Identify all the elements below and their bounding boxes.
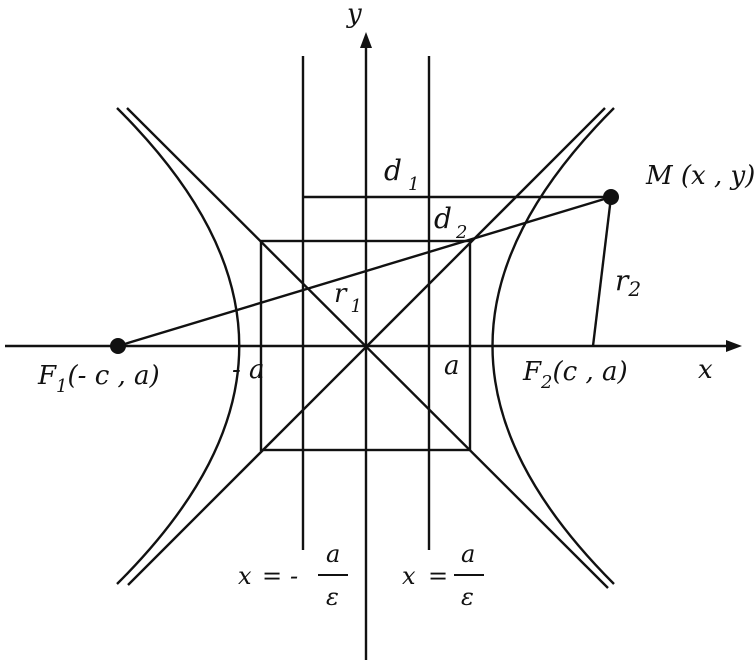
r2-segment: [591, 196, 613, 347]
left-directrix-sign: -: [290, 562, 298, 590]
left-directrix-numerator: a: [326, 540, 340, 568]
left-directrix-eq: =: [262, 562, 282, 590]
focus-f1-coords: (- c , a): [68, 361, 160, 391]
r1-subscript: 1: [350, 296, 361, 317]
x-axis-label: x: [698, 355, 713, 385]
d2-letter: d: [434, 202, 452, 235]
focus-f2-label: F2(c , a): [522, 357, 628, 393]
point-m-label: M (x , y): [645, 161, 754, 191]
hyperbola-right-branch: [491, 107, 615, 585]
asymptote-positive-slope: [127, 107, 606, 586]
right-directrix-equation: x = a ε: [402, 540, 484, 611]
right-directrix-eq: =: [428, 562, 448, 590]
r2-subscript: 2: [627, 277, 641, 301]
right-vertex-label: a: [444, 351, 460, 381]
d2-subscript: 2: [455, 222, 467, 243]
d1-letter: d: [384, 154, 402, 187]
hyperbola-left-branch: [116, 107, 241, 585]
left-vertex-label: - a: [232, 355, 265, 385]
r1-segment: [117, 195, 612, 348]
left-directrix-equation: x = - a ε: [238, 540, 348, 611]
point-m: [603, 189, 619, 205]
asymptote-negative-slope: [126, 107, 609, 589]
x-axis-arrow: [726, 340, 742, 352]
fundamental-rectangle: [259, 239, 472, 452]
right-directrix-numerator: a: [461, 540, 475, 568]
y-axis-label: y: [346, 0, 362, 29]
right-directrix-lhs: x: [402, 562, 416, 590]
r2-label: r2: [615, 264, 641, 301]
focus-f1-point: [110, 338, 126, 354]
y-axis-arrow: [360, 32, 372, 48]
r2-letter: r: [615, 264, 630, 297]
focus-f2-coords: (c , a): [553, 357, 628, 387]
left-directrix-lhs: x: [238, 562, 252, 590]
left-directrix-denominator: ε: [326, 583, 339, 611]
right-directrix-denominator: ε: [461, 583, 474, 611]
d1-subscript: 1: [408, 174, 419, 195]
focus-f1-subscript: 1: [56, 376, 67, 397]
focus-f1-letter: F: [37, 361, 57, 391]
focus-f1-label: F1(- c , a): [37, 361, 160, 397]
focus-f2-subscript: 2: [540, 372, 552, 393]
focus-f2-letter: F: [522, 357, 542, 387]
r1-letter: r: [334, 279, 348, 309]
